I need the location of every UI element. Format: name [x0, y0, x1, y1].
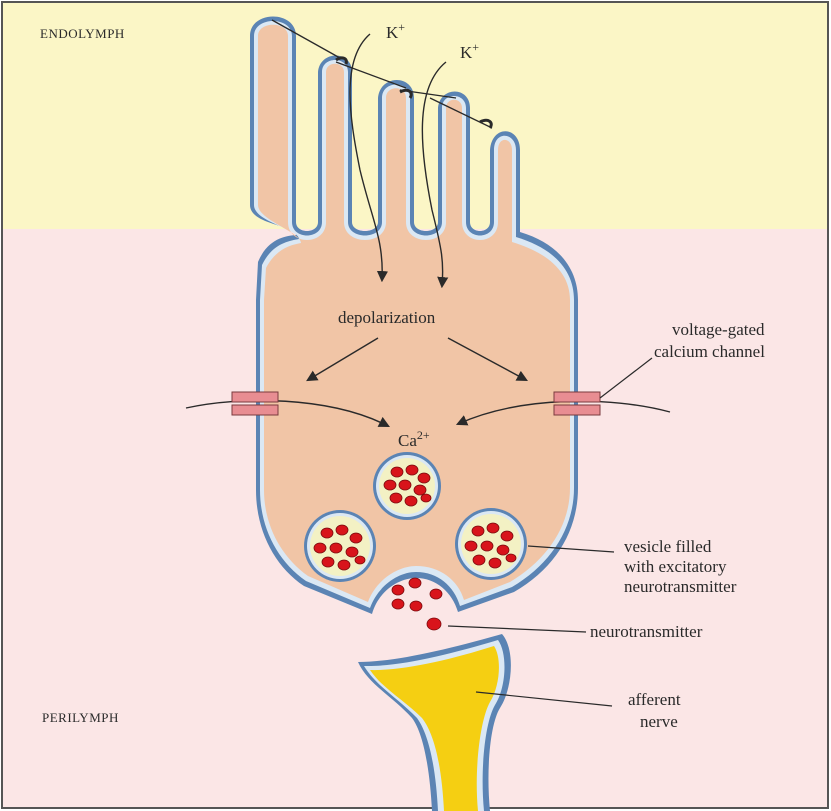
afferent-nerve-label-line2: nerve [640, 712, 678, 731]
vesicle-label-line1: vesicle filled [624, 537, 712, 556]
afferent-nerve-label-line1: afferent [628, 690, 681, 709]
endolymph-region [3, 3, 828, 229]
vesicle-right [455, 508, 527, 580]
calcium-channel-label-line2: calcium channel [654, 342, 765, 361]
perilymph-label: PERILYMPH [42, 710, 119, 725]
vesicle-top [373, 452, 441, 520]
endolymph-label: ENDOLYMPH [40, 26, 125, 41]
vesicle-left [304, 510, 376, 582]
vesicle-label-line2: with excitatory [624, 557, 727, 576]
vesicle-label-line3: neurotransmitter [624, 577, 737, 596]
depolarization-label: depolarization [338, 308, 436, 327]
neurotransmitter-label: neurotransmitter [590, 622, 703, 641]
calcium-channel-label-line1: voltage-gated [672, 320, 765, 339]
